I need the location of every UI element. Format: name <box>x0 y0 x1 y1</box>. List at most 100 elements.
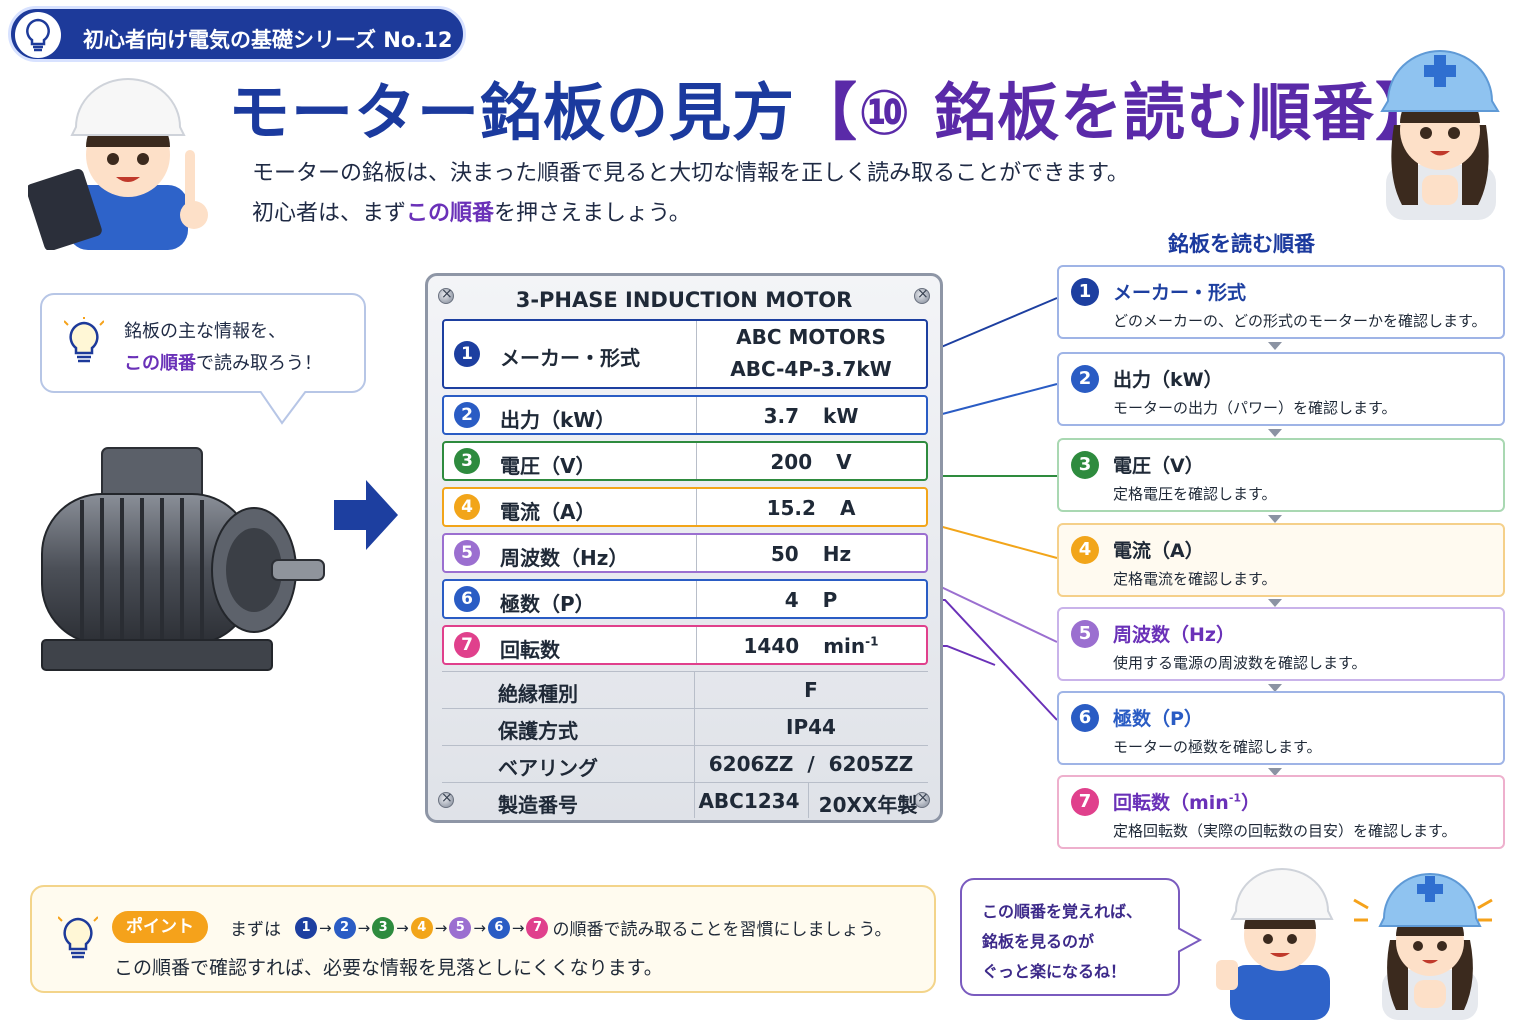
worker-boy-illustration <box>28 78 208 250</box>
step-number-badge: 2 <box>1071 365 1099 393</box>
row-value-year: 20XX年製 <box>818 793 918 817</box>
point-line-1-prefix: まずは <box>230 920 281 940</box>
row-label: 保護方式 <box>498 719 578 743</box>
lightbulb-icon <box>58 916 98 959</box>
step-card-5: 5 周波数（Hz） 使用する電源の周波数を確認します。 <box>1057 607 1505 681</box>
worker-girl-illustration <box>1380 50 1500 220</box>
row-number-badge: 4 <box>454 494 480 520</box>
step-title: 回転数（min-1） <box>1113 791 1261 814</box>
screw-icon <box>914 790 930 808</box>
intro-line-2-highlight: この順番 <box>406 201 495 226</box>
nameplate-row-serial: 製造番号 ABC1234 20XX年製 <box>442 782 928 818</box>
nameplate-row-bearing: ベアリング 6206ZZ / 6205ZZ <box>442 745 928 782</box>
step-title: 電流（A） <box>1113 540 1204 562</box>
intro-line-2-b: を押さえましょう。 <box>494 201 691 226</box>
down-arrow-icon <box>1268 599 1282 607</box>
intro-line-2: 初心者は、まずこの順番を押さえましょう。 <box>252 194 1129 234</box>
motor-illustration <box>41 447 325 671</box>
step-card-4: 4 電流（A） 定格電流を確認します。 <box>1057 523 1505 597</box>
step-card-7: 7 回転数（min-1） 定格回転数（実際の回転数の目安）を確認します。 <box>1057 775 1505 849</box>
step-card-3: 3 電圧（V） 定格電圧を確認します。 <box>1057 438 1505 512</box>
nameplate-title: 3-PHASE INDUCTION MOTOR <box>515 288 853 312</box>
intro-line-2-a: 初心者は、まず <box>252 201 407 226</box>
row-value: ABC1234 <box>698 789 800 813</box>
sequence-badge: 4 <box>410 916 433 939</box>
row-label: 絶縁種別 <box>498 682 578 706</box>
point-line-2: この順番で確認すれば、必要な情報を見落としにくくなります。 <box>114 957 663 979</box>
step-title: 極数（P） <box>1113 708 1203 730</box>
row-label: 製造番号 <box>498 793 578 817</box>
row-label: 回転数 <box>500 638 560 662</box>
sequence-badge: 2 <box>333 916 356 939</box>
series-label: 初心者向け電気の基礎シリーズ No.12 <box>83 28 453 52</box>
row-value-2: ABC-4P-3.7kW <box>730 357 892 381</box>
motor-nameplate: 3-PHASE INDUCTION MOTOR 1 メーカー・形式 ABC MO… <box>425 273 943 823</box>
row-label: 周波数（Hz） <box>500 546 629 570</box>
row-label: 電圧（V） <box>500 454 596 478</box>
row-number-badge: 1 <box>454 341 480 367</box>
row-value: 6206ZZ / 6205ZZ <box>708 752 914 776</box>
point-line-1-suffix: の順番で読み取ることを習慣にしましょう。 <box>552 920 892 940</box>
step-title: 出力（kW） <box>1113 369 1223 391</box>
bubble-line-3: ぐっと楽になるね！ <box>982 962 1127 981</box>
step-description: 定格電流を確認します。 <box>1113 570 1277 588</box>
sequence-badge: 5 <box>449 916 472 939</box>
row-label: メーカー・形式 <box>500 346 640 370</box>
step-description: モーターの出力（パワー）を確認します。 <box>1113 399 1397 417</box>
bubble-line-1: 銘板の主な情報を、 <box>124 321 286 342</box>
sequence-badge: 7 <box>526 916 549 939</box>
step-number-badge: 1 <box>1071 278 1099 306</box>
sequence-badge: 6 <box>487 916 510 939</box>
worker-girl-clapping-illustration <box>1353 873 1493 1020</box>
step-number-badge: 5 <box>1071 620 1099 648</box>
step-number-badge: 6 <box>1071 704 1099 732</box>
row-label: ベアリング <box>498 756 598 780</box>
nameplate-row-protection: 保護方式 IP44 <box>442 708 928 745</box>
nameplate-row-maker: 1 メーカー・形式 ABC MOTORS ABC-4P-3.7kW <box>442 319 928 389</box>
sequence-badge: 1 <box>295 916 317 939</box>
screw-icon <box>438 286 454 304</box>
sequence-arrow: → <box>357 918 371 937</box>
down-arrow-icon <box>1268 342 1282 350</box>
sequence-arrow: → <box>511 918 525 937</box>
sequence-arrow: → <box>396 918 409 937</box>
page-title: モーター銘板の見方【⑩ 銘板を読む順番】 <box>228 62 1438 152</box>
point-line-1: まずは 1→ 2→ 3→ 4→ 5→ 6→ 7 の順番で読み取ることを習慣にしま… <box>230 915 891 940</box>
bubble-line-2: この順番で読み取ろう！ <box>124 349 322 375</box>
point-badge: ポイント <box>112 911 208 943</box>
series-badge: 初心者向け電気の基礎シリーズ No.12 <box>8 6 466 62</box>
sequence-badge: 3 <box>372 916 395 939</box>
row-number-badge: 2 <box>454 402 480 428</box>
intro-text: モーターの銘板は、決まった順番で見ると大切な情報を正しく読み取ることができます。… <box>252 154 1129 234</box>
row-label: 極数（P） <box>500 592 595 616</box>
title-accent: 【⑩ 銘板を読む順番】 <box>795 76 1439 149</box>
info-speech-bubble: 銘板の主な情報を、 この順番で読み取ろう！ <box>40 293 366 425</box>
bubble-tail <box>1178 927 1203 953</box>
down-arrow-icon <box>1268 515 1282 523</box>
step-number-badge: 3 <box>1071 451 1099 479</box>
bubble-highlight: この順番 <box>124 353 196 374</box>
sequence-arrow: → <box>434 918 448 937</box>
step-card-2: 2 出力（kW） モーターの出力（パワー）を確認します。 <box>1057 352 1505 426</box>
row-label: 電流（A） <box>500 500 596 524</box>
row-value: IP44 <box>786 715 836 739</box>
lightbulb-icon <box>15 12 61 58</box>
step-description: 使用する電源の周波数を確認します。 <box>1113 654 1367 672</box>
bubble-tail <box>260 391 307 425</box>
right-arrow-icon <box>334 480 398 550</box>
down-arrow-icon <box>1268 768 1282 776</box>
screw-icon <box>914 286 930 304</box>
row-number-badge: 3 <box>454 448 480 474</box>
row-label: 出力（kW） <box>500 408 616 432</box>
step-title: 周波数（Hz） <box>1113 624 1235 646</box>
row-number-badge: 7 <box>454 632 480 658</box>
step-description: どのメーカーの、どの形式のモーターかを確認します。 <box>1113 312 1487 330</box>
